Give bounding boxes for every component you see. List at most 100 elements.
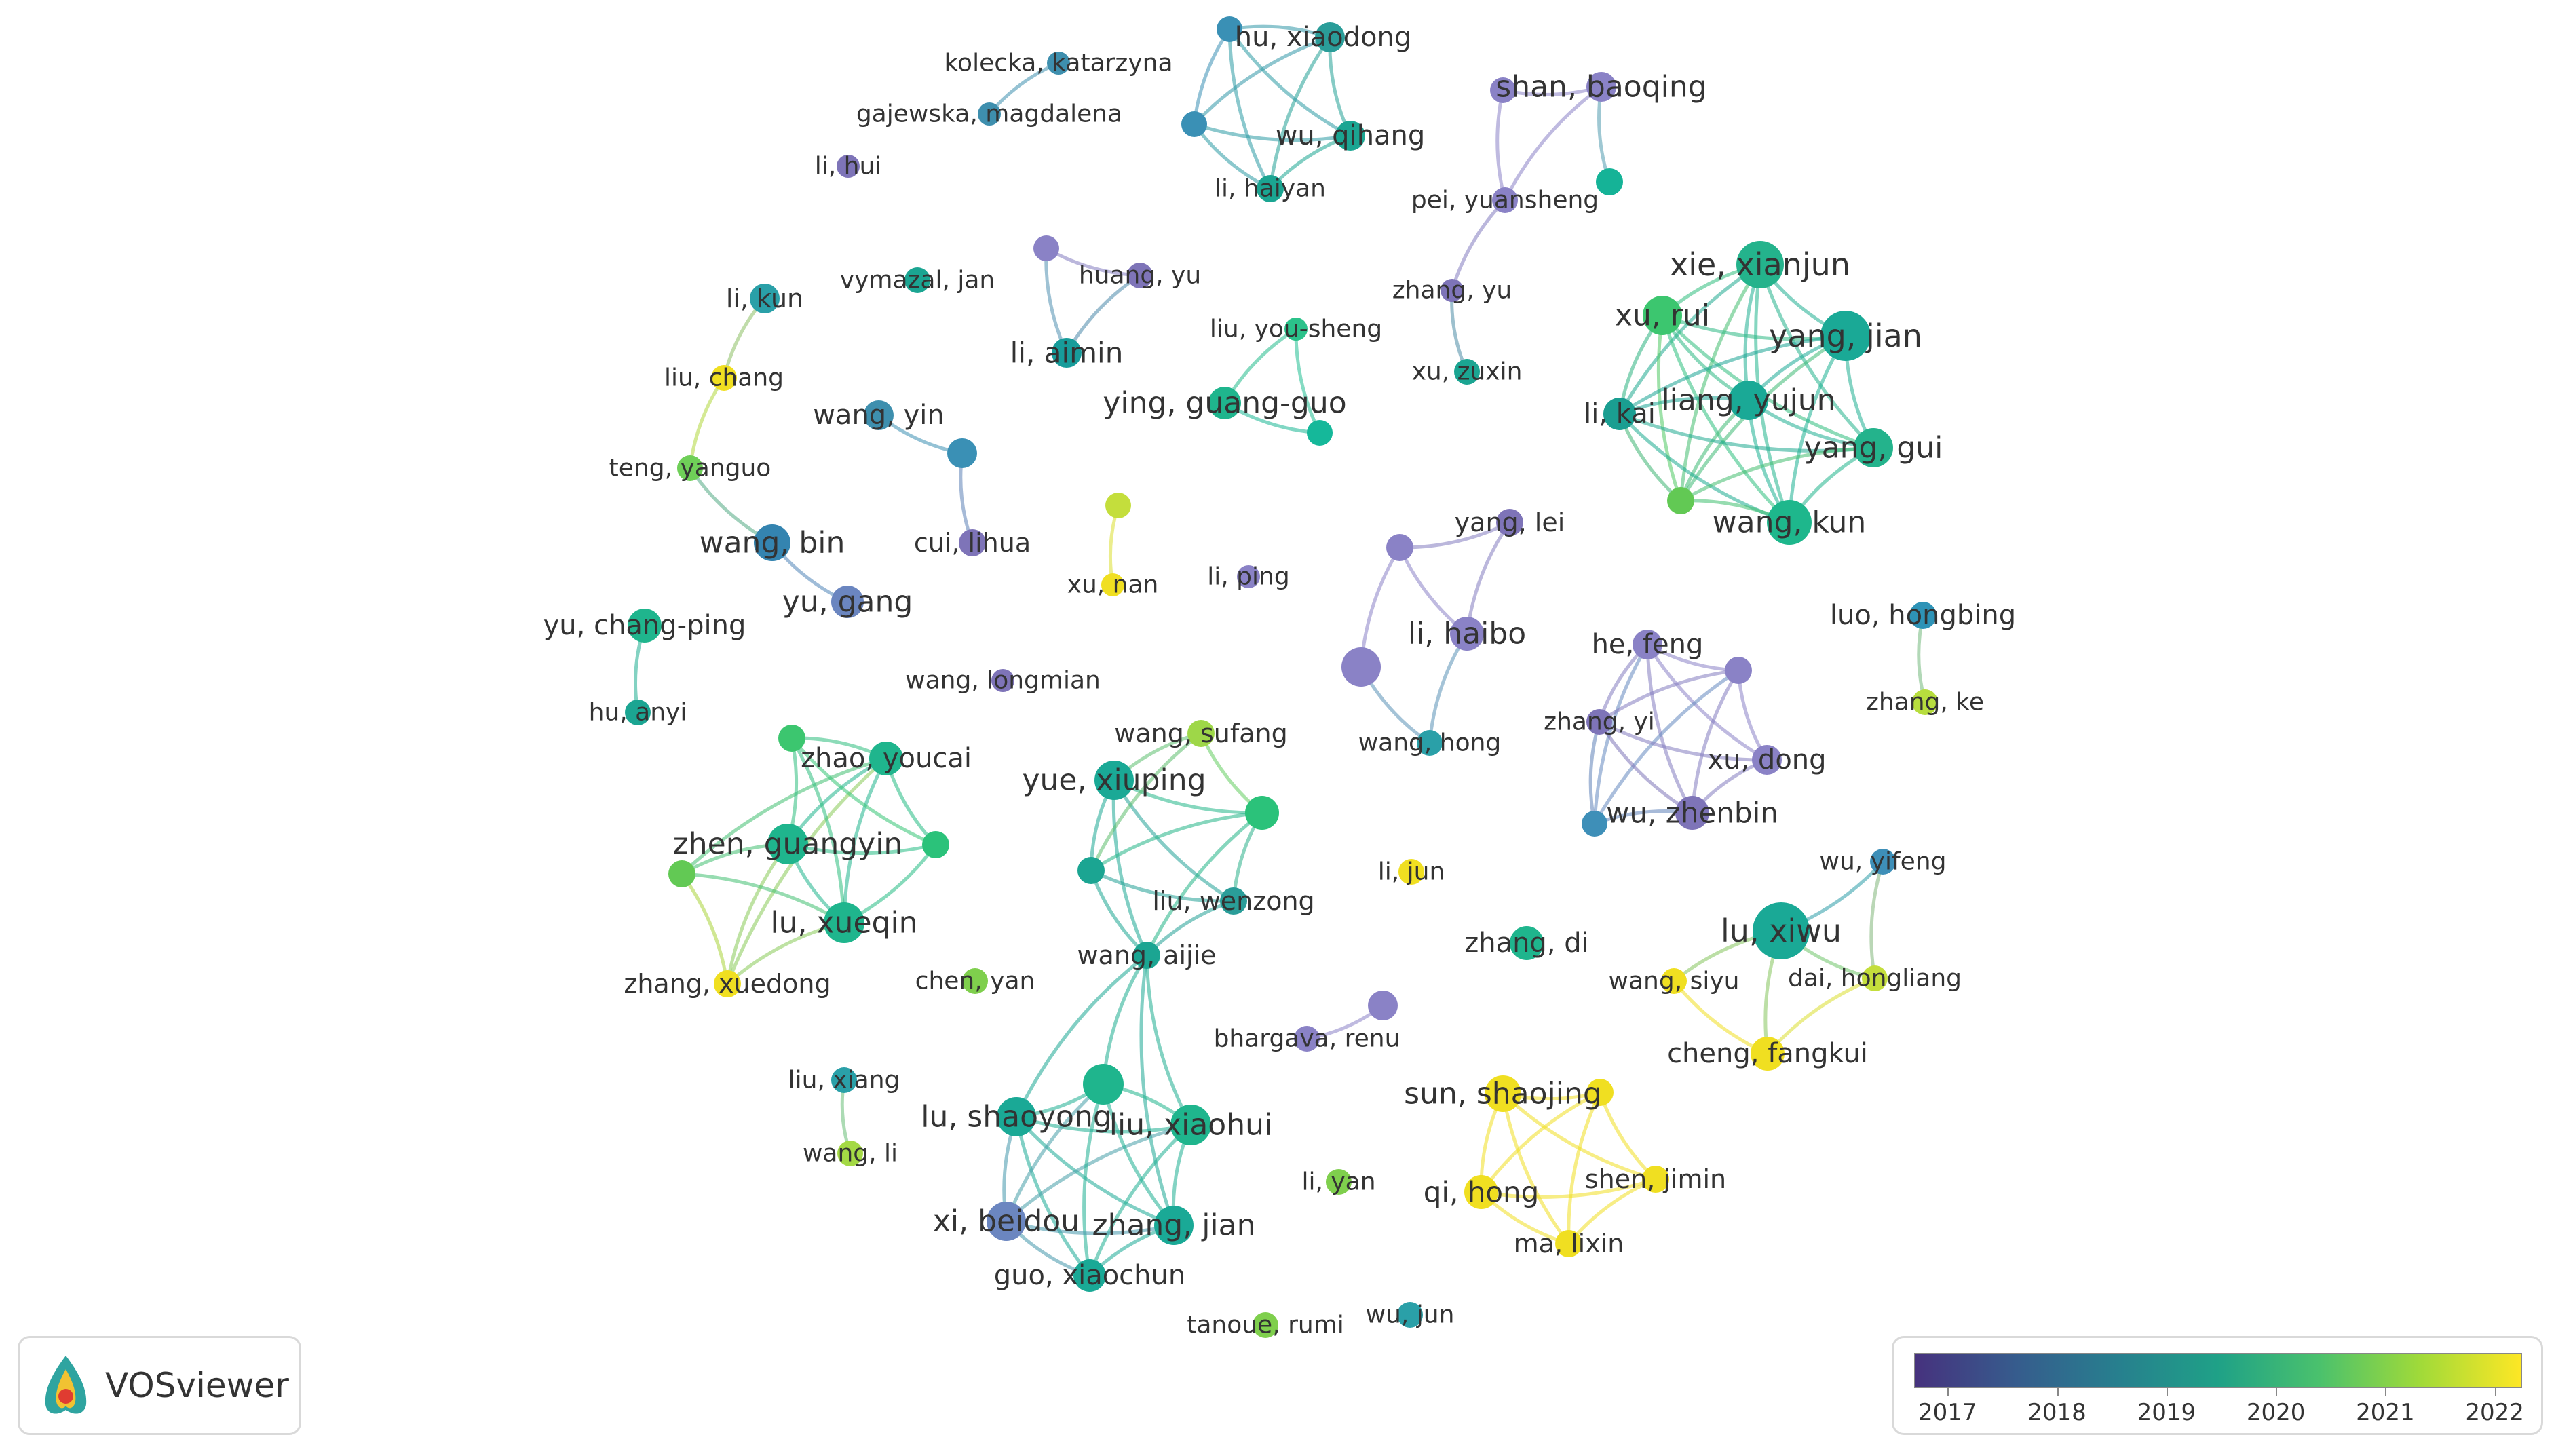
author-node[interactable] <box>1284 318 1308 341</box>
author-node[interactable] <box>1586 1079 1614 1106</box>
author-label[interactable]: dai, hongliang <box>1788 965 1962 993</box>
author-label[interactable]: huang, yu <box>1079 262 1201 290</box>
author-node[interactable] <box>677 455 703 481</box>
author-node[interactable] <box>987 1202 1026 1241</box>
author-label[interactable]: sun, shaojing <box>1404 1077 1602 1111</box>
author-node[interactable] <box>1127 263 1153 288</box>
author-node[interactable] <box>1237 565 1260 588</box>
author-label[interactable]: qi, hong <box>1424 1176 1540 1209</box>
author-node[interactable] <box>1033 235 1059 261</box>
author-label[interactable]: hu, xiaodong <box>1235 22 1412 53</box>
author-node[interactable] <box>1253 1312 1278 1338</box>
author-label[interactable]: xu, nan <box>1067 571 1159 599</box>
author-label[interactable]: chen, yan <box>915 968 1035 995</box>
author-node[interactable] <box>1368 991 1398 1020</box>
author-node[interactable] <box>1315 22 1345 52</box>
author-node[interactable] <box>1596 168 1623 195</box>
author-label[interactable]: wu, yifeng <box>1820 848 1947 876</box>
author-label[interactable]: lu, shaoyong <box>921 1100 1112 1134</box>
author-node[interactable] <box>1909 602 1937 629</box>
author-label[interactable]: zhang, xuedong <box>624 969 831 999</box>
author-label[interactable]: bhargava, renu <box>1214 1025 1400 1053</box>
author-node[interactable] <box>1257 175 1284 202</box>
author-node[interactable] <box>1105 493 1131 518</box>
author-label[interactable]: yu, gang <box>782 585 913 619</box>
author-label[interactable]: wang, yin <box>813 400 945 431</box>
author-node[interactable] <box>1643 296 1682 335</box>
author-node[interactable] <box>1335 121 1365 151</box>
author-label[interactable]: kolecka, katarzyna <box>944 50 1172 77</box>
author-node[interactable] <box>869 742 903 775</box>
author-label[interactable]: wang, bin <box>700 526 845 560</box>
author-node[interactable] <box>962 968 988 994</box>
author-node[interactable] <box>1586 72 1616 102</box>
author-node[interactable] <box>1077 857 1105 884</box>
author-node[interactable] <box>1307 420 1333 446</box>
author-node[interactable] <box>837 1141 863 1166</box>
author-node[interactable] <box>837 155 860 178</box>
author-label[interactable]: zhang, ke <box>1866 689 1984 716</box>
author-node[interactable] <box>1052 338 1082 368</box>
author-node[interactable] <box>1854 428 1893 467</box>
author-label[interactable]: hu, anyi <box>589 699 687 727</box>
author-label[interactable]: yang, jian <box>1769 318 1922 354</box>
author-label[interactable]: li, kun <box>726 284 803 313</box>
author-label[interactable]: lu, xueqin <box>770 906 917 940</box>
author-node[interactable] <box>1326 1169 1352 1195</box>
author-node[interactable] <box>1912 689 1938 715</box>
author-node[interactable] <box>1217 16 1242 42</box>
author-node[interactable] <box>947 438 977 468</box>
author-node[interactable] <box>1490 77 1516 103</box>
author-node[interactable] <box>1675 796 1709 830</box>
author-label[interactable]: wang, sufang <box>1114 719 1287 748</box>
author-label[interactable]: cui, lihua <box>914 528 1031 558</box>
author-label[interactable]: wang, longmian <box>905 667 1101 695</box>
author-node[interactable] <box>831 1067 857 1093</box>
author-node[interactable] <box>754 524 790 561</box>
author-node[interactable] <box>1386 534 1413 561</box>
author-node[interactable] <box>1725 657 1752 684</box>
author-label[interactable]: tanoue, rumi <box>1187 1311 1344 1339</box>
author-node[interactable] <box>1603 398 1636 430</box>
author-label[interactable]: xi, beidou <box>933 1204 1080 1239</box>
author-label[interactable]: yang, gui <box>1804 431 1943 465</box>
author-node[interactable] <box>1133 942 1160 969</box>
author-node[interactable] <box>1862 965 1888 991</box>
author-node[interactable] <box>1398 859 1424 885</box>
author-node[interactable] <box>1245 796 1279 830</box>
author-node[interactable] <box>1870 849 1896 875</box>
author-node[interactable] <box>1642 1166 1669 1193</box>
author-label[interactable]: zhen, guangyin <box>673 827 903 862</box>
author-node[interactable] <box>778 725 805 752</box>
author-label[interactable]: li, kai <box>1584 398 1656 429</box>
author-label[interactable]: ma, lixin <box>1514 1229 1624 1259</box>
author-node[interactable] <box>831 586 864 618</box>
author-node[interactable] <box>922 831 949 858</box>
author-node[interactable] <box>1073 1259 1106 1292</box>
author-node[interactable] <box>711 365 737 391</box>
author-node[interactable] <box>1820 311 1871 361</box>
author-label[interactable]: li, yan <box>1301 1168 1375 1196</box>
author-node[interactable] <box>1736 241 1784 288</box>
author-label[interactable]: zhao, youcai <box>801 743 972 774</box>
author-label[interactable]: li, ping <box>1207 563 1289 591</box>
author-node[interactable] <box>1397 1302 1423 1328</box>
author-label[interactable]: shen, jimin <box>1585 1164 1726 1194</box>
author-node[interactable] <box>978 102 1001 126</box>
author-node[interactable] <box>864 400 894 430</box>
author-label[interactable]: li, jun <box>1378 858 1445 886</box>
author-node[interactable] <box>1220 887 1247 915</box>
author-label[interactable]: wu, zhenbin <box>1606 797 1778 830</box>
author-label[interactable]: yue, xiuping <box>1022 763 1206 798</box>
author-label[interactable]: wang, li <box>803 1140 898 1168</box>
author-label[interactable]: wu, jun <box>1366 1301 1455 1329</box>
author-label[interactable]: gajewska, magdalena <box>856 100 1122 128</box>
author-node[interactable] <box>1667 487 1694 514</box>
author-node[interactable] <box>1496 509 1523 536</box>
author-node[interactable] <box>1187 720 1215 747</box>
author-node[interactable] <box>668 860 695 887</box>
author-label[interactable]: zhang, jian <box>1092 1208 1255 1243</box>
author-node[interactable] <box>1441 279 1464 302</box>
author-node[interactable] <box>1083 1064 1124 1105</box>
author-label[interactable]: yang, lei <box>1455 507 1565 537</box>
